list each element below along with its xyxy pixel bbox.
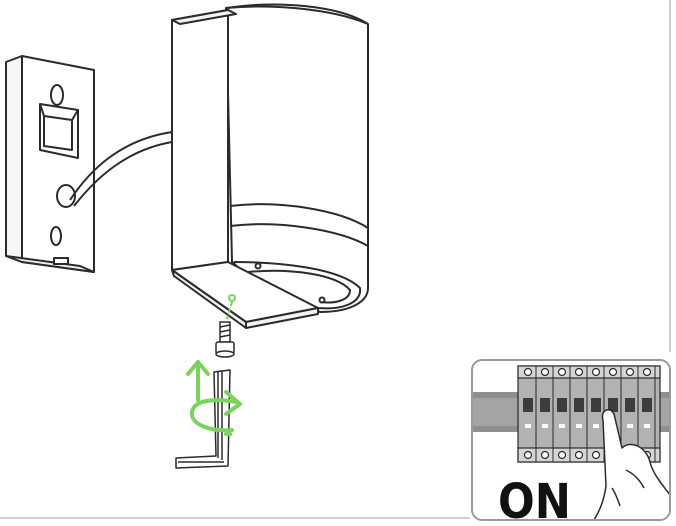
hex-screw xyxy=(216,322,234,357)
breaker-inset: ON xyxy=(472,360,676,526)
allen-key xyxy=(176,370,230,468)
plate-switch-box xyxy=(40,104,78,158)
screw-hole xyxy=(229,295,235,301)
on-status-label: ON xyxy=(498,474,571,526)
wall-mounting-plate xyxy=(6,56,94,272)
plate-top-slot xyxy=(51,85,63,105)
wall-lamp-fixture xyxy=(172,5,368,328)
arrow-up-icon xyxy=(188,362,208,400)
plate-bottom-slot xyxy=(51,227,61,245)
